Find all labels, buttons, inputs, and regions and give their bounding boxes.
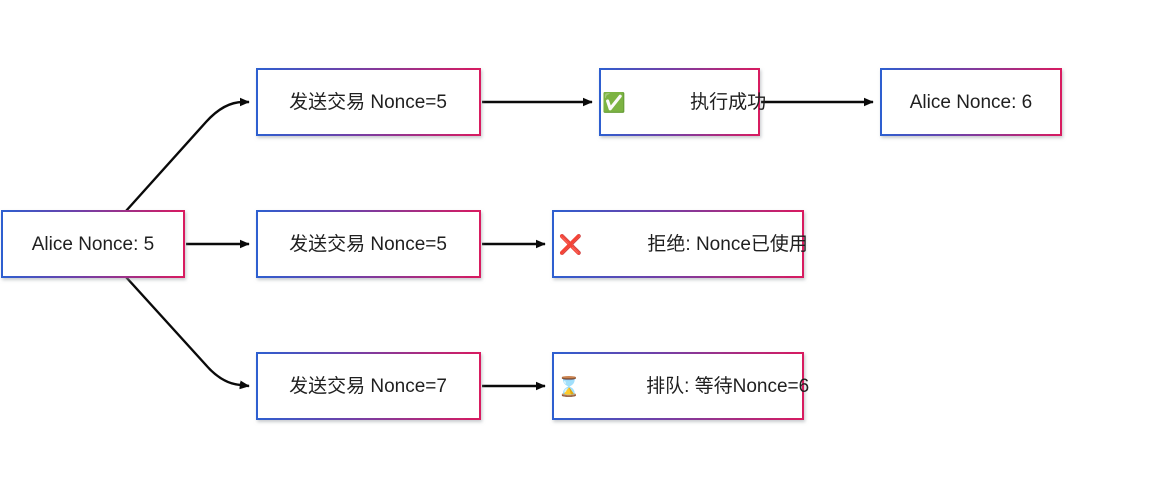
node-reject-used[interactable]: ❌ 拒绝: Nonce已使用 [501,210,856,278]
node-queue-wait-label: 排队: 等待Nonce=6 [646,375,809,397]
edge-start-to-tx5a [125,97,250,212]
edge-start-to-tx7 [125,276,250,390]
node-alice-start-box[interactable] [1,210,185,278]
node-reject-used-box[interactable] [552,210,804,278]
node-tx-nonce-5-b-label: 发送交易 Nonce=5 [289,233,447,255]
node-tx-nonce-7-label: 发送交易 Nonce=7 [289,375,447,397]
node-queue-wait-box[interactable] [552,352,804,420]
nodes-layer: Alice Nonce: 5 发送交易 Nonce=5 ✅ 执行成功 Alice… [1,68,1062,420]
node-tx-nonce-5-a-box[interactable] [256,68,481,136]
node-exec-success-label: 执行成功 [690,91,766,113]
svg-text:❌ 拒绝: Nonce已使用: ❌ 拒绝: Nonce已使用 [501,233,856,256]
node-alice-end-box[interactable] [880,68,1062,136]
edges-layer [125,97,874,391]
hourglass-done-icon: ⌛ [557,375,581,398]
node-exec-success-box[interactable] [599,68,760,136]
node-reject-used-label: 拒绝: Nonce已使用 [647,233,807,255]
node-exec-success[interactable]: ✅ 执行成功 [544,68,813,136]
node-alice-end-label: Alice Nonce: 6 [910,92,1033,113]
node-alice-start[interactable]: Alice Nonce: 5 [1,210,185,278]
svg-text:✅ 执行成功: ✅ 执行成功 [544,91,813,114]
svg-text:⌛ 排队: 等待Nonce=6: ⌛ 排队: 等待Nonce=6 [499,375,857,398]
node-tx-nonce-5-b[interactable]: 发送交易 Nonce=5 [256,210,481,278]
node-tx-nonce-5-a-label: 发送交易 Nonce=5 [289,91,447,113]
node-tx-nonce-7-box[interactable] [256,352,481,420]
node-tx-nonce-7[interactable]: 发送交易 Nonce=7 [256,352,481,420]
node-queue-wait[interactable]: ⌛ 排队: 等待Nonce=6 [499,352,857,420]
node-alice-start-label: Alice Nonce: 5 [32,234,155,255]
node-alice-end[interactable]: Alice Nonce: 6 [880,68,1062,136]
check-mark-button-icon: ✅ [602,91,626,114]
cross-mark-icon: ❌ [559,233,583,256]
node-tx-nonce-5-a[interactable]: 发送交易 Nonce=5 [256,68,481,136]
node-tx-nonce-5-b-box[interactable] [256,210,481,278]
